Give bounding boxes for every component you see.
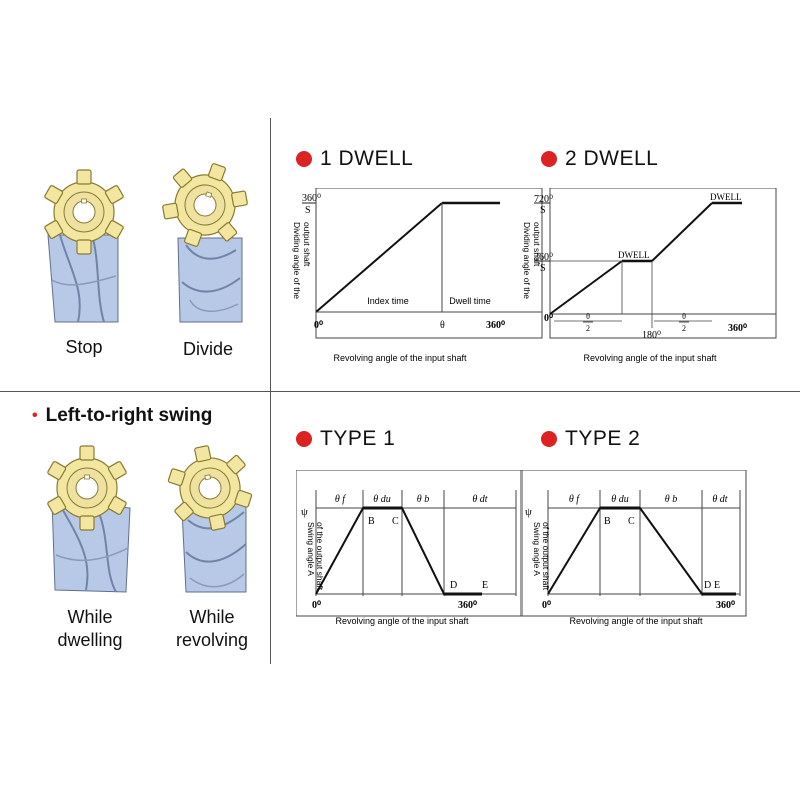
type2-heading-text: TYPE 2 [565,427,641,450]
type2-x-origin: 0⁰ [542,600,551,611]
cam-dwelling-figure [46,445,131,593]
dwell2-ylabel-1: Dividing angle of the [522,222,532,299]
type1-ylabel-2: of the output shaft [315,522,325,591]
dwell2-y-top-sub: S [540,205,546,216]
dwell1-dwell-time: Dwell time [449,296,491,306]
dwell2-heading-text: 2 DWELL [565,147,659,170]
type1-seg-dt: θ dt [472,494,487,505]
horizontal-divider [0,391,800,392]
red-dot-icon [296,151,312,167]
type1-pt-d: D [450,580,457,591]
dwell1-x-origin: 0⁰ [314,320,323,331]
while-dwelling-line1: While [67,607,113,627]
dwell2-dwell-upper: DWELL [710,192,742,202]
type1-phi: ψ [301,506,308,518]
dwell1-x-end: 360⁰ [486,320,505,331]
dwell1-heading: 1 DWELL [296,147,413,171]
divide-label: Divide [182,339,234,359]
type1-pt-e: E [482,580,488,591]
type2-seg-du: θ du [611,494,628,505]
type2-heading: TYPE 2 [541,427,640,451]
type2-pt-e: E [714,580,720,591]
dwell1-rise-line [315,202,443,313]
dwell2-dwell-lower: DWELL [618,250,650,260]
type1-seg-f: θ f [335,494,346,505]
dwell2-x-origin: 0⁰ [544,313,553,324]
dwell2-x-mid: 180⁰ [642,330,661,341]
dwell1-ylabel-2: output shaft [302,222,312,267]
dwell1-heading-text: 1 DWELL [320,147,414,170]
while-revolving-line1: While [189,607,235,627]
cam-illustrations [43,151,259,593]
dwell2-frame [549,188,777,339]
swing-section-title: • Left-to-right swing [32,405,212,427]
type1-x-end: 360⁰ [458,600,477,611]
type2-ylabel-1: Swing angle A [532,522,542,576]
dwell1-y-top-sub: S [305,205,311,216]
type2-pt-d: D [704,580,711,591]
type1-heading: TYPE 1 [296,427,395,451]
swing-title-text: Left-to-right swing [45,405,213,426]
dwell2-chart: 720⁰ S 360⁰ S Dividing angle of the outp… [522,188,777,363]
dwell2-y-top: 720⁰ [534,194,553,205]
red-dot-icon [296,431,312,447]
dwell2-rise1 [549,260,623,315]
type1-ylabel-1: Swing angle A [306,522,316,576]
type2-seg-b: θ b [665,494,677,505]
cam-revolving-figure [161,438,259,593]
type1-seg-du: θ du [373,494,390,505]
dwell2-y-mid-sub: S [540,263,546,274]
dwell2-frac1-two: 2 [586,324,590,333]
dwell2-rise2 [651,202,713,262]
type2-seg-dt: θ dt [712,494,727,505]
bullet-icon: • [32,407,38,424]
type2-pt-c: C [628,516,635,527]
while-revolving-line2: revolving [175,630,249,650]
dwell2-x-end: 360⁰ [728,323,747,334]
type2-x-end: 360⁰ [716,600,735,611]
type1-seg-b: θ b [417,494,429,505]
type2-seg-f: θ f [569,494,580,505]
dwell2-ylabel-2: output shaft [532,222,542,267]
type2-pt-b: B [604,516,611,527]
type1-frame [296,470,523,617]
type2-phi: ψ [525,506,532,518]
dwell2-y-mid: 360⁰ [534,252,553,263]
dwell2-heading: 2 DWELL [541,147,658,171]
dwell1-index-time: Index time [367,296,409,306]
dwell2-frac2-two: 2 [682,324,686,333]
while-dwelling-line2: dwelling [57,630,123,650]
dwell1-xlabel: Revolving angle of the input shaft [333,353,467,363]
dwell1-ylabel-1: Dividing angle of the [292,222,302,299]
dwell2-xlabel: Revolving angle of the input shaft [583,353,717,363]
type2-chart: θ f θ du θ b θ dt ψ Swing angle A of the… [520,470,747,626]
type2-xlabel: Revolving angle of the input shaft [569,616,703,626]
type1-pt-c: C [392,516,399,527]
dwell1-x-theta: θ [440,320,445,331]
type1-pt-b: B [368,516,375,527]
stop-label: Stop [65,337,103,357]
cam-divide-figure [152,151,258,323]
type2-ylabel-2: of the output shaft [541,522,551,591]
red-dot-icon [541,151,557,167]
while-revolving-label: While revolving [160,606,264,652]
type1-xlabel: Revolving angle of the input shaft [335,616,469,626]
type2-frame [520,470,747,617]
type1-chart: θ f θ du θ b θ dt ψ Swing angle A of the… [296,470,523,626]
while-dwelling-label: While dwelling [40,606,140,652]
dwell2-frac1-theta: θ [586,312,590,321]
dwell2-frac2-theta: θ [682,312,686,321]
type1-x-origin: 0⁰ [312,600,321,611]
cam-stop-figure [43,169,125,323]
type1-heading-text: TYPE 1 [320,427,396,450]
red-dot-icon [541,431,557,447]
dwell1-frame [315,188,543,339]
dwell1-y-top: 360⁰ [302,193,321,204]
dwell1-chart: 360⁰ S Dividing angle of the output shaf… [292,188,543,363]
